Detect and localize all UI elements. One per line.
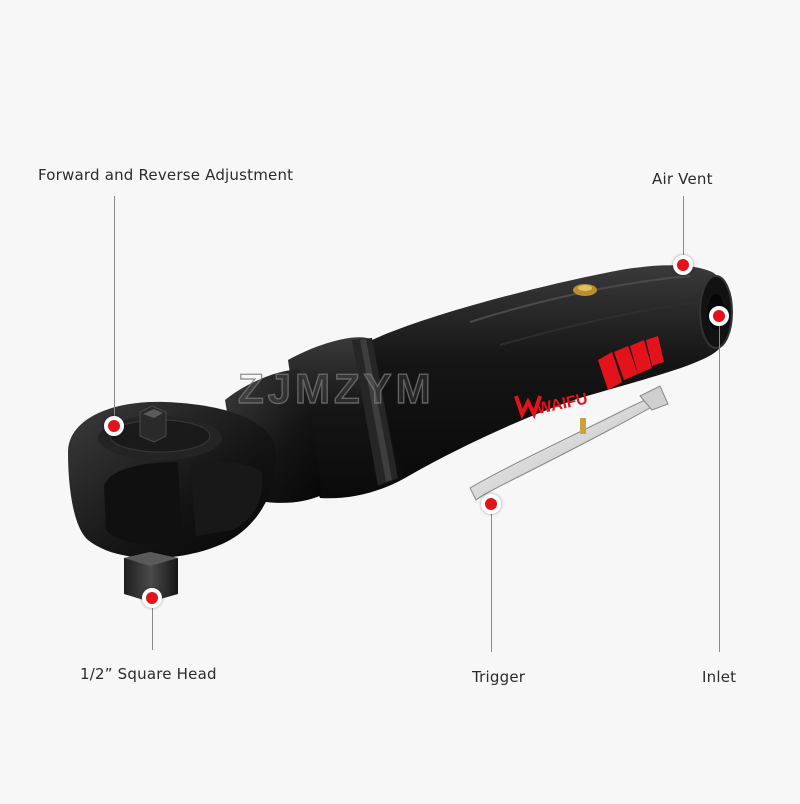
label-air-vent: Air Vent — [652, 170, 713, 188]
marker-trigger — [481, 494, 501, 514]
red-grip-stripes — [598, 336, 664, 390]
direction-selector — [139, 405, 167, 443]
label-forward-reverse: Forward and Reverse Adjustment — [38, 166, 294, 184]
leader-air-vent — [683, 196, 684, 266]
marker-forward-reverse — [104, 416, 124, 436]
leader-square-head — [152, 598, 153, 650]
watermark-text: ZJMZYM — [238, 365, 435, 412]
marker-air-vent — [673, 255, 693, 275]
label-inlet: Inlet — [702, 668, 737, 686]
leader-inlet — [719, 316, 720, 652]
handle-body — [372, 265, 733, 478]
air-vent-fitting — [573, 284, 597, 296]
trigger-lever — [469, 385, 669, 501]
leader-trigger — [491, 504, 492, 652]
label-square-head: 1/2” Square Head — [80, 665, 217, 683]
ratchet-head — [68, 401, 276, 559]
leader-forward-reverse — [114, 196, 115, 426]
marker-square-head — [142, 588, 162, 608]
marker-inlet — [709, 306, 729, 326]
square-drive — [124, 552, 178, 602]
label-trigger: Trigger — [472, 668, 526, 686]
